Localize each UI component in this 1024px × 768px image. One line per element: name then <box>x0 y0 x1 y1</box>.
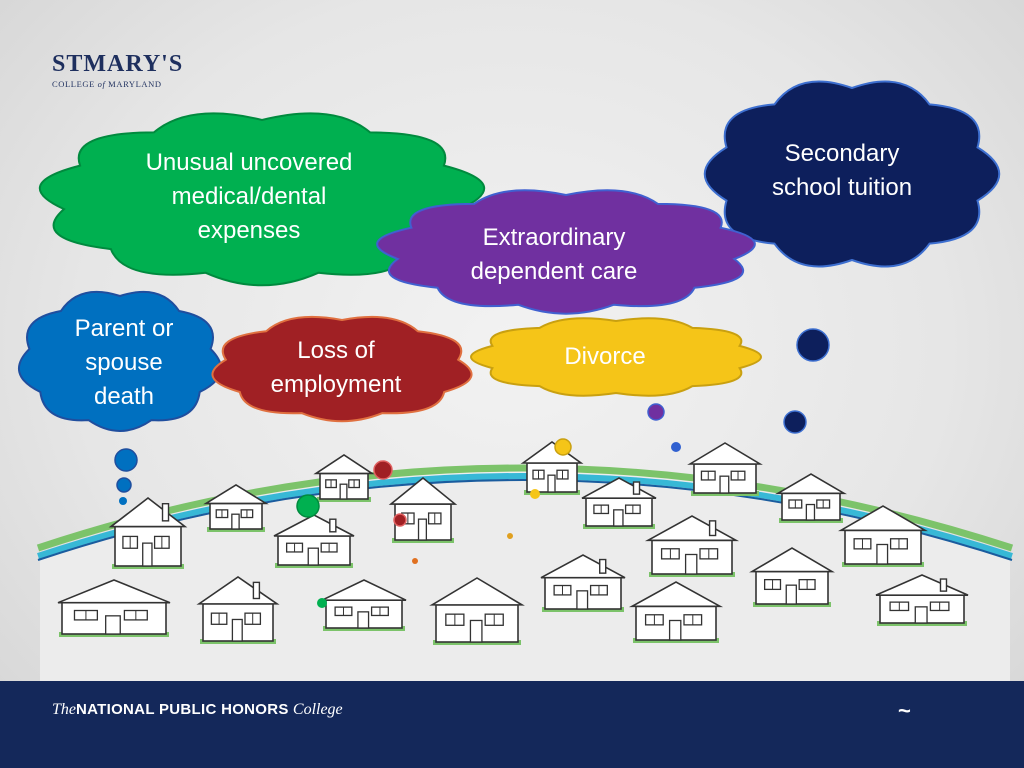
house-illustration <box>644 515 740 577</box>
cloud-label-divorce: Divorce <box>564 343 646 370</box>
footer-bar: TheNATIONAL PUBLIC HONORS College ~ <box>0 681 1024 768</box>
house-illustration <box>429 577 525 645</box>
college-logo: STMARY'S COLLEGE of MARYLAND <box>52 52 183 89</box>
thought-bubble <box>296 494 320 518</box>
cloud-death <box>18 290 222 432</box>
hill-ground <box>40 480 1010 681</box>
thought-bubble <box>647 403 665 421</box>
cloud-label-dependent: Extraordinary dependent care <box>470 224 638 285</box>
house-illustration <box>581 477 657 529</box>
house-illustration <box>203 484 269 532</box>
house-illustration <box>313 454 375 502</box>
thought-bubble <box>114 448 138 472</box>
house-illustration <box>273 514 355 568</box>
cloud-label-tuition: Secondary school tuition <box>771 140 913 201</box>
thought-bubble <box>412 558 418 564</box>
logo-subtitle: COLLEGE of MARYLAND <box>52 79 162 89</box>
thought-bubble <box>373 460 393 480</box>
house-illustration <box>540 554 626 612</box>
house-illustration <box>108 496 188 569</box>
cloud-label-medical: Unusual uncovered medical/dental expense… <box>145 149 353 244</box>
cloud-label-death: Parent or spouse death <box>74 315 174 410</box>
house-illustration <box>57 579 171 637</box>
house-illustration <box>838 505 928 567</box>
house-illustration <box>775 473 847 523</box>
thought-bubble <box>116 477 132 493</box>
cloud-dependent <box>376 189 756 315</box>
thought-bubble <box>317 598 327 608</box>
hill-grass <box>36 464 1014 552</box>
house-illustration <box>628 581 724 643</box>
house-illustration <box>875 574 969 626</box>
thought-bubble <box>554 438 572 456</box>
cloud-divorce <box>470 317 762 397</box>
thought-bubble <box>119 497 127 505</box>
thought-bubble <box>530 489 540 499</box>
illustration <box>18 80 1014 681</box>
logo-name: STMARY'S <box>52 51 184 77</box>
thought-bubble <box>796 328 830 362</box>
cloud-label-employment: Loss of employment <box>270 337 402 398</box>
house-illustration <box>321 579 407 631</box>
thought-bubble <box>393 513 407 527</box>
footer-tagline: TheNATIONAL PUBLIC HONORS College <box>52 701 343 718</box>
house-illustration <box>520 441 584 495</box>
thought-bubble <box>671 442 681 452</box>
cloud-medical <box>38 112 486 287</box>
thought-bubble <box>507 533 513 539</box>
thought-bubble <box>783 410 807 434</box>
house-illustration <box>196 576 280 644</box>
page-number: ~ <box>898 698 911 723</box>
cloud-employment <box>211 315 473 423</box>
house-illustration <box>687 442 763 496</box>
cloud-tuition <box>703 80 1001 268</box>
house-illustration <box>749 547 835 607</box>
